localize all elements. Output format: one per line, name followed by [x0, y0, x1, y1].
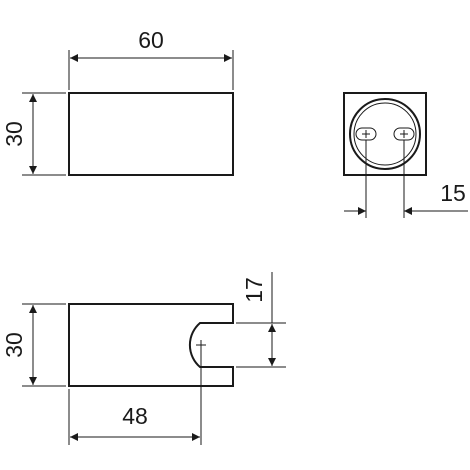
slot-spacing-label: 15 — [440, 180, 466, 206]
top-height-label: 30 — [1, 121, 27, 147]
mounting-ring-outer — [349, 98, 421, 170]
top-view-outline — [68, 92, 234, 176]
end-view-outline — [343, 92, 427, 176]
right-screw-slot — [393, 127, 415, 141]
depth-label: 48 — [122, 403, 148, 429]
opening-label: 17 — [241, 277, 267, 303]
top-view: 60 30 — [1, 27, 234, 176]
top-width-label: 60 — [138, 27, 164, 53]
side-view: 17 30 48 — [1, 272, 286, 445]
holder-outline — [68, 303, 234, 387]
side-height-label: 30 — [1, 332, 27, 358]
mounting-ring-inner — [353, 102, 417, 166]
end-view: 15 — [343, 92, 468, 218]
left-screw-slot — [355, 127, 377, 141]
